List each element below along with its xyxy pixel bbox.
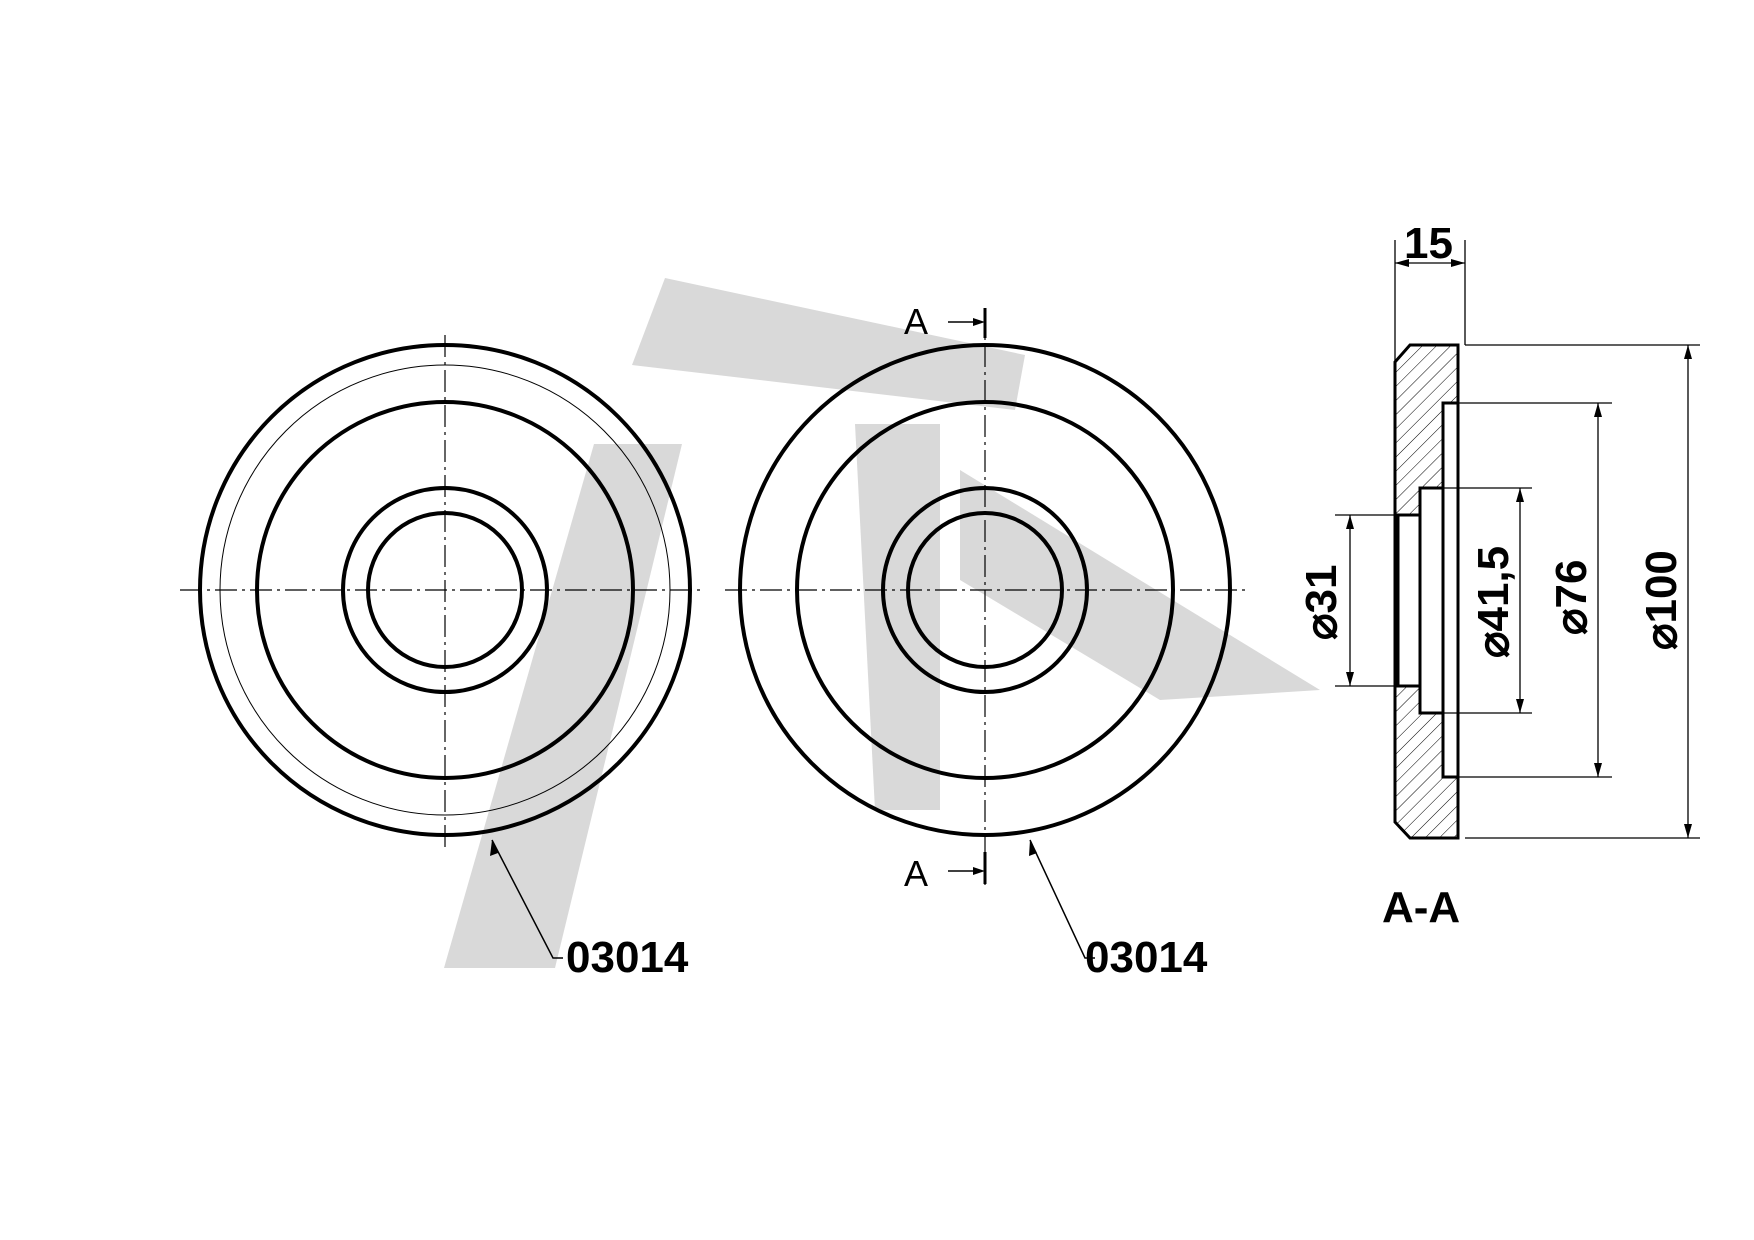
left-leader-line [491,839,563,959]
dimension-lines [1335,240,1700,839]
dim-d76: ⌀76 [1547,560,1596,635]
left-view [180,335,705,959]
dim-d31: ⌀31 [1297,565,1346,640]
section-title: A-A [1382,883,1460,932]
dim-width-15: 15 [1404,219,1453,268]
dim-d41-5: ⌀41,5 [1469,546,1518,658]
watermark-logo [444,278,1320,968]
dim-d100: ⌀100 [1637,550,1686,650]
left-part-label: 03014 [566,933,689,982]
section-view [1393,343,1460,840]
middle-view [725,308,1245,959]
section-marker-top: A [904,301,928,342]
right-part-label: 03014 [1085,933,1208,982]
section-marker-bottom: A [904,853,928,894]
mid-leader-line [1029,839,1095,959]
